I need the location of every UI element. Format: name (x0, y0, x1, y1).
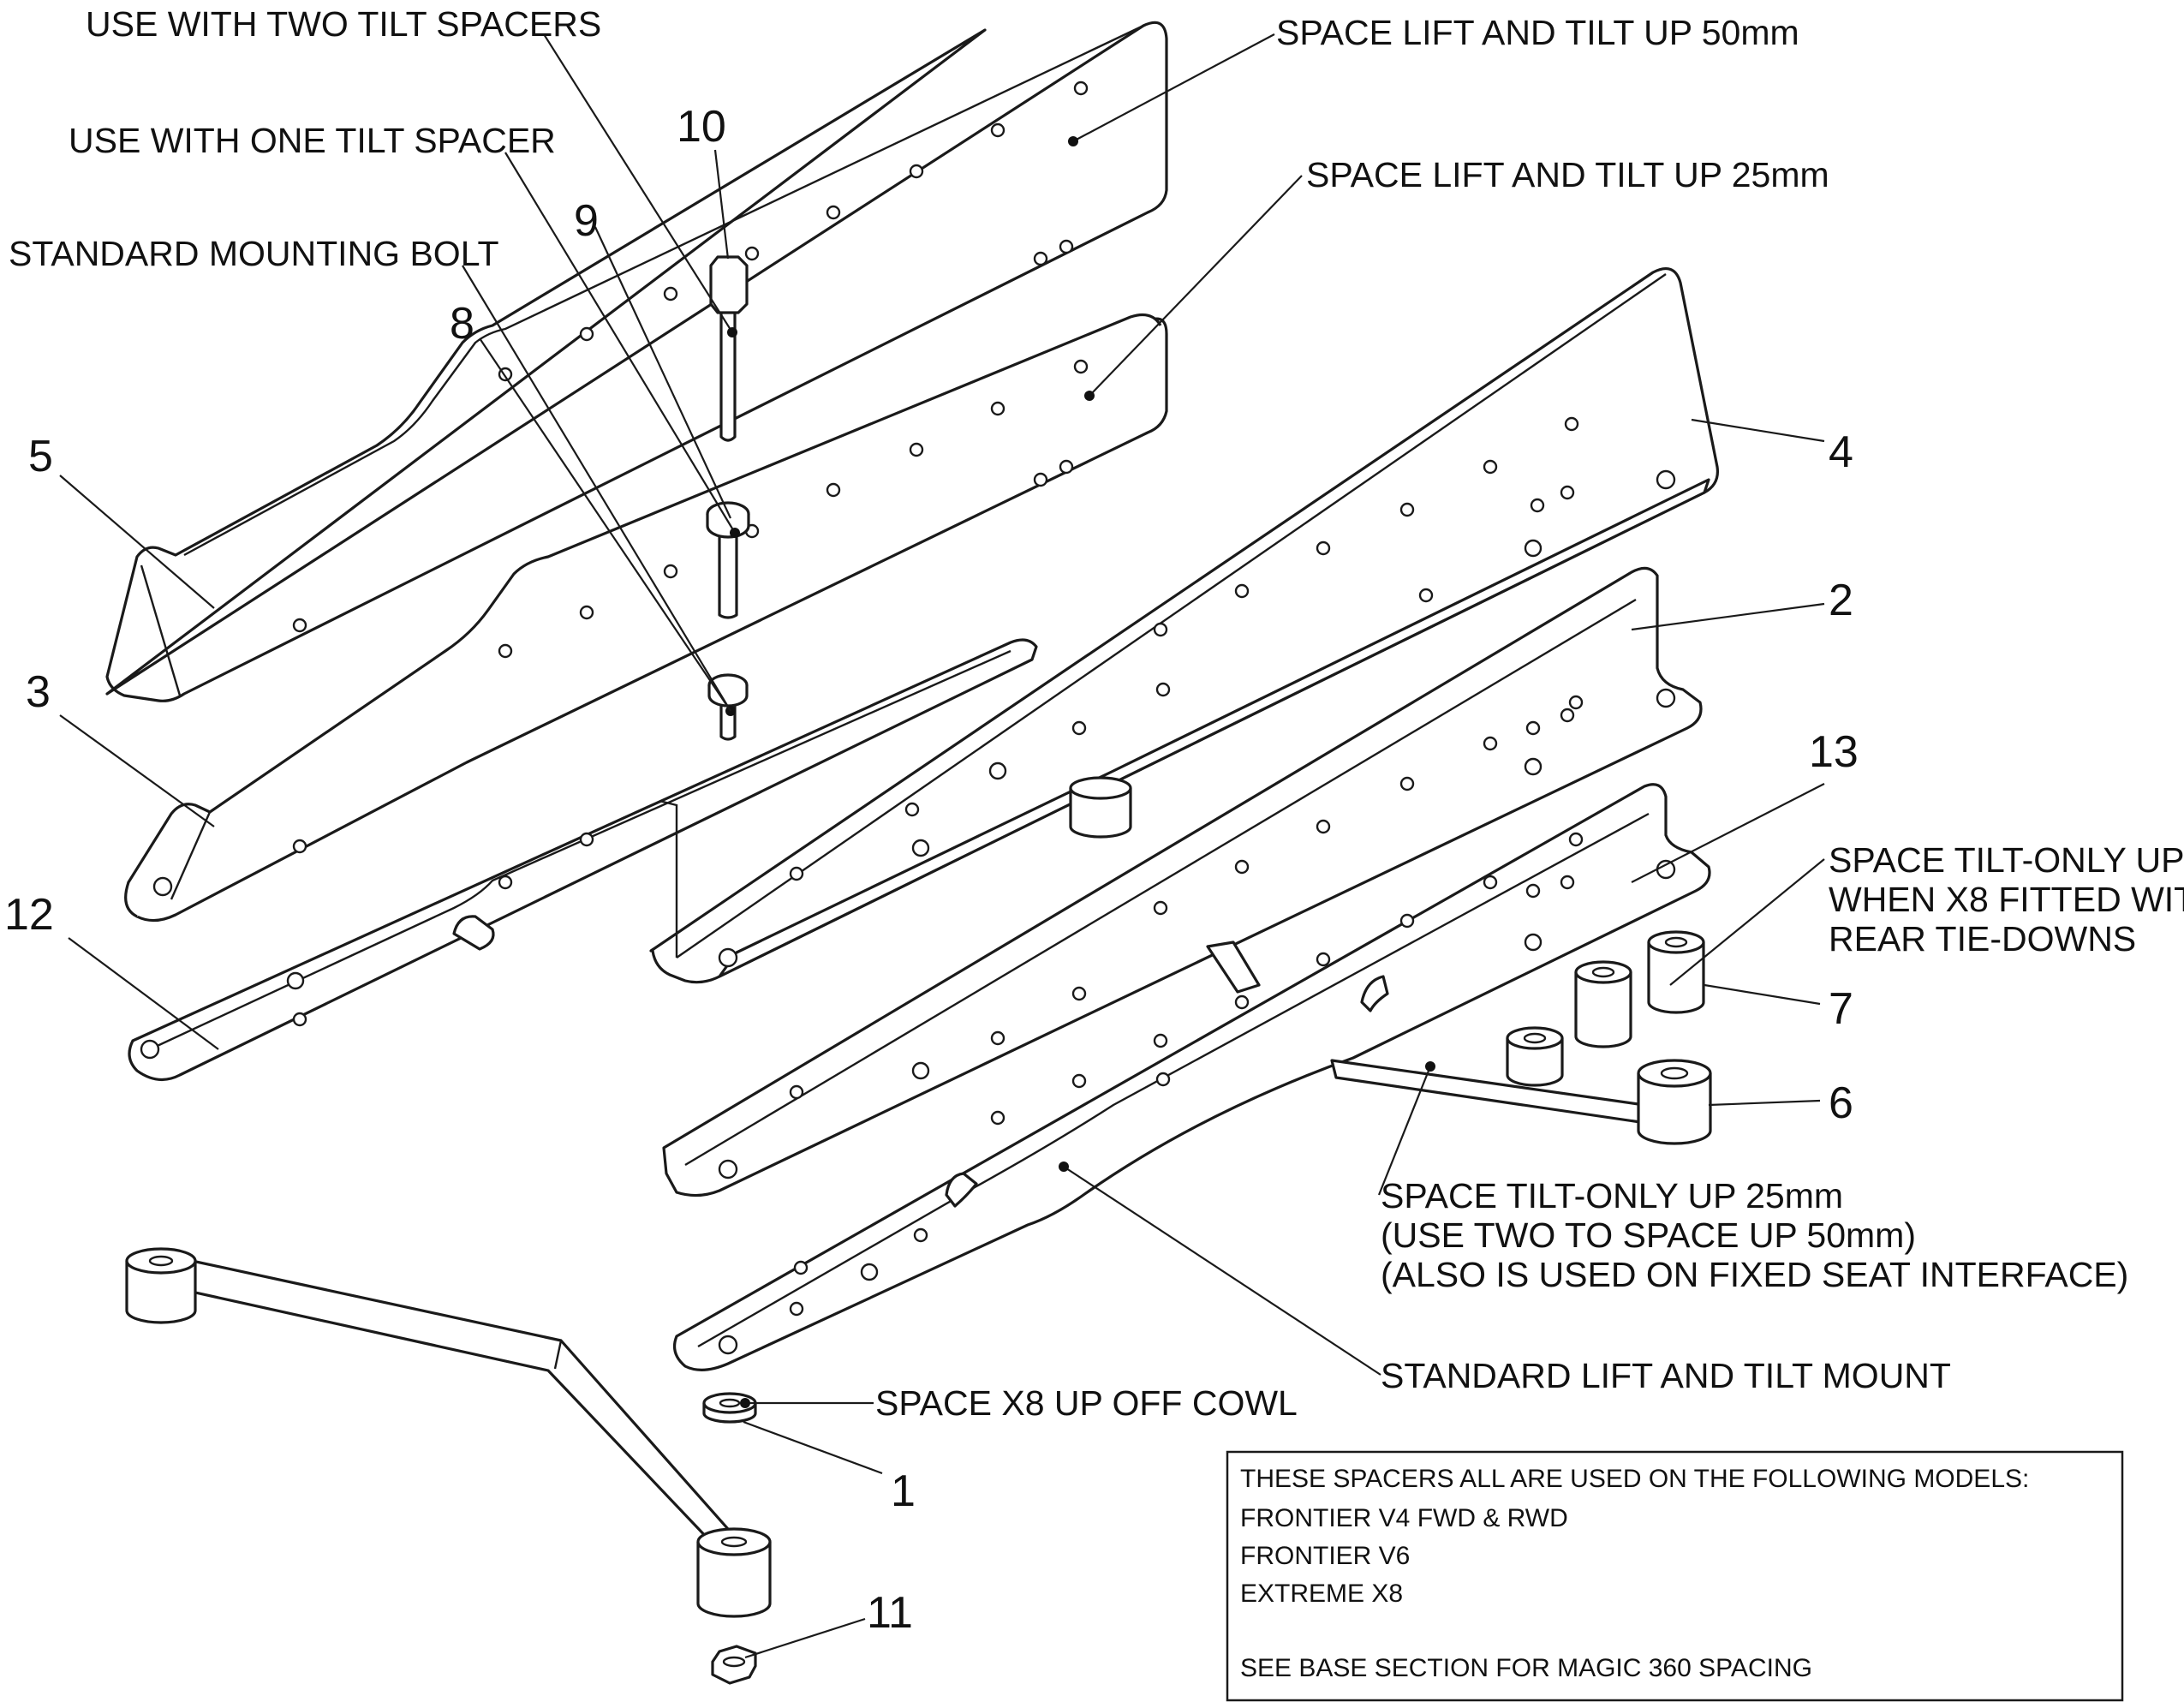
part-7-spacer-stack (1506, 930, 1705, 1087)
note-model-2: FRONTIER V6 (1240, 1542, 1410, 1570)
callout-x8-cowl: SPACE X8 UP OFF COWL (875, 1383, 1298, 1423)
callout-tilt25-3: (ALSO IS USED ON FIXED SEAT INTERFACE) (1381, 1255, 2128, 1294)
callout-labels: USE WITH TWO TILT SPACERS USE WITH ONE T… (9, 4, 2184, 1423)
part-11-nut (711, 1645, 757, 1685)
part-13-mount (673, 783, 1711, 1371)
model-note-box: THESE SPACERS ALL ARE USED ON THE FOLLOW… (1226, 1450, 2124, 1702)
part-number-11: 11 (867, 1588, 913, 1638)
part-6-spacer (1637, 1059, 1712, 1145)
part-number-13: 13 (1809, 727, 1859, 777)
part-number-5: 5 (28, 432, 53, 481)
callout-standard-bolt: STANDARD MOUNTING BOLT (9, 234, 499, 273)
part-10-bolt (709, 255, 749, 442)
callout-tilt-only-3: REAR TIE-DOWNS (1829, 919, 2136, 958)
callout-tilt25-1: SPACE TILT-ONLY UP 25mm (1381, 1176, 1843, 1215)
part-number-6: 6 (1829, 1078, 1853, 1128)
part-number-12: 12 (4, 890, 54, 940)
callout-tilt-only-1: SPACE TILT-ONLY UP (1829, 840, 2184, 880)
part-1-washer (702, 1392, 757, 1424)
callout-standard-mount: STANDARD LIFT AND TILT MOUNT (1381, 1356, 1951, 1395)
part-number-8: 8 (450, 299, 474, 349)
part-number-7: 7 (1829, 984, 1853, 1034)
callout-lift-tilt-25: SPACE LIFT AND TILT UP 25mm (1306, 155, 1829, 194)
part-number-3: 3 (26, 667, 51, 717)
spacer-under-part-4 (1069, 776, 1132, 839)
part-1-arm (125, 1247, 772, 1618)
part-number-10: 10 (677, 102, 726, 152)
part-number-labels: 10 9 8 5 3 12 4 2 13 7 6 1 11 (4, 102, 1859, 1638)
note-model-3: EXTREME X8 (1240, 1580, 1403, 1608)
callout-tilt25-2: (USE TWO TO SPACE UP 50mm) (1381, 1215, 1916, 1255)
part-5-bracket (105, 21, 1168, 702)
note-footer: SEE BASE SECTION FOR MAGIC 360 SPACING (1240, 1654, 1812, 1682)
part-number-2: 2 (1829, 576, 1853, 625)
callout-lift-tilt-50: SPACE LIFT AND TILT UP 50mm (1276, 13, 1799, 52)
part-number-1: 1 (891, 1466, 916, 1516)
callout-one-spacer: USE WITH ONE TILT SPACER (69, 121, 556, 160)
part-4-bracket (649, 266, 1720, 984)
note-model-1: FRONTIER V4 FWD & RWD (1240, 1504, 1568, 1532)
part-12-rail (128, 638, 1038, 1081)
part-number-4: 4 (1829, 427, 1853, 477)
leader-lines (59, 33, 1825, 1659)
note-heading: THESE SPACERS ALL ARE USED ON THE FOLLOW… (1240, 1465, 2029, 1493)
part-2-bracket (662, 566, 1703, 1197)
part-3-bracket (124, 314, 1168, 923)
callout-two-spacers: USE WITH TWO TILT SPACERS (86, 4, 601, 44)
part-number-9: 9 (574, 196, 599, 246)
callout-tilt-only-2: WHEN X8 FITTED WITH (1829, 880, 2184, 919)
